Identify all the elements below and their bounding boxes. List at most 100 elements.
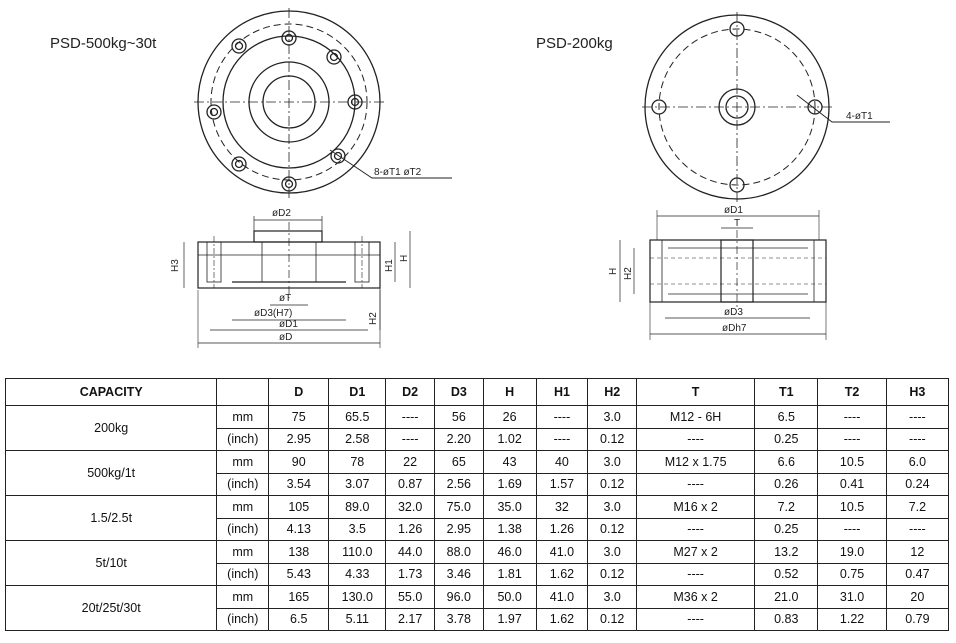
value-cell: 50.0: [482, 585, 537, 609]
value-cell: 31.0: [817, 585, 887, 609]
value-cell: 90: [268, 450, 330, 474]
value-cell: 0.52: [754, 562, 819, 586]
header-capacity: CAPACITY: [4, 378, 218, 406]
value-cell: 0.12: [587, 427, 638, 451]
value-cell: 0.12: [587, 607, 638, 631]
unit-cell: (inch): [216, 562, 270, 586]
value-cell: ----: [817, 405, 887, 429]
value-cell: ----: [885, 517, 950, 541]
value-cell: 88.0: [433, 540, 484, 564]
value-cell: 7.2: [754, 495, 819, 519]
unit-cell: (inch): [216, 427, 270, 451]
value-cell: 1.38: [482, 517, 537, 541]
value-cell: 21.0: [754, 585, 819, 609]
value-cell: 0.26: [754, 472, 819, 496]
value-cell: 44.0: [385, 540, 435, 564]
value-cell: 1.81: [482, 562, 537, 586]
value-cell: 1.73: [385, 562, 435, 586]
value-cell: 4.33: [328, 562, 387, 586]
bolt-holes: [206, 30, 363, 192]
header-unit: [216, 378, 270, 406]
value-cell: 10.5: [817, 450, 887, 474]
left-t-label: øT: [279, 293, 291, 304]
value-cell: ----: [636, 562, 756, 586]
capacity-cell: 500kg/1t: [4, 450, 218, 496]
left-d1-label: øD1: [279, 319, 298, 330]
value-cell: 3.54: [268, 472, 330, 496]
value-cell: 0.12: [587, 472, 638, 496]
value-cell: ----: [535, 427, 589, 451]
psd-500kg-side-view: [183, 216, 411, 348]
unit-cell: (inch): [216, 517, 270, 541]
value-cell: 110.0: [328, 540, 387, 564]
psd-500kg-top-view: [194, 8, 452, 198]
right-h-label: H: [608, 268, 619, 275]
header-d2: D2: [385, 378, 435, 406]
value-cell: 32: [535, 495, 589, 519]
value-cell: 6.5: [268, 607, 330, 631]
unit-cell: mm: [216, 495, 270, 519]
value-cell: 1.69: [482, 472, 537, 496]
header-t: T: [636, 378, 756, 406]
value-cell: 6.5: [754, 405, 819, 429]
right-model-label: PSD-200kg: [536, 35, 613, 52]
value-cell: ----: [636, 607, 756, 631]
value-cell: 2.95: [433, 517, 484, 541]
value-cell: 1.62: [535, 562, 589, 586]
value-cell: 1.26: [385, 517, 435, 541]
value-cell: 6.0: [885, 450, 950, 474]
value-cell: 40: [535, 450, 589, 474]
value-cell: 3.0: [587, 540, 638, 564]
value-cell: 32.0: [385, 495, 435, 519]
value-cell: 1.02: [482, 427, 537, 451]
spec-table: CAPACITY D D1 D2 D3 H H1 H2 T T1 T2 H3 2…: [4, 378, 950, 631]
right-h2-label: H2: [623, 267, 634, 280]
right-dh7-label: øDh7: [722, 323, 747, 334]
value-cell: 0.12: [587, 562, 638, 586]
value-cell: ----: [885, 427, 950, 451]
value-cell: 65: [433, 450, 484, 474]
header-h: H: [482, 378, 537, 406]
unit-cell: mm: [216, 540, 270, 564]
value-cell: 65.5: [328, 405, 387, 429]
value-cell: 55.0: [385, 585, 435, 609]
value-cell: ----: [385, 405, 435, 429]
value-cell: 6.6: [754, 450, 819, 474]
value-cell: M36 x 2: [636, 585, 756, 609]
value-cell: 5.11: [328, 607, 387, 631]
header-t2: T2: [817, 378, 887, 406]
value-cell: 1.57: [535, 472, 589, 496]
left-d2-label: øD2: [272, 208, 291, 219]
unit-cell: mm: [216, 405, 270, 429]
value-cell: ----: [817, 427, 887, 451]
value-cell: 7.2: [885, 495, 950, 519]
capacity-cell: 200kg: [4, 405, 218, 451]
value-cell: 0.41: [817, 472, 887, 496]
value-cell: 20: [885, 585, 950, 609]
right-d1-label: øD1: [724, 205, 743, 216]
psd-200kg-top-view: [642, 12, 890, 202]
header-d: D: [268, 378, 330, 406]
left-model-label: PSD-500kg~30t: [50, 35, 157, 52]
left-h-label: H: [399, 255, 410, 262]
value-cell: 2.17: [385, 607, 435, 631]
technical-drawing: PSD-500kg~30t 8-øT1 øT2 øD2 øT øD3(H7) ø…: [50, 8, 890, 348]
value-cell: ----: [636, 472, 756, 496]
value-cell: 1.22: [817, 607, 887, 631]
value-cell: 2.56: [433, 472, 484, 496]
value-cell: 5.43: [268, 562, 330, 586]
value-cell: 56: [433, 405, 484, 429]
value-cell: 26: [482, 405, 537, 429]
capacity-cell: 5t/10t: [4, 540, 218, 586]
value-cell: 165: [268, 585, 330, 609]
value-cell: 3.78: [433, 607, 484, 631]
value-cell: ----: [636, 517, 756, 541]
value-cell: 75.0: [433, 495, 484, 519]
value-cell: ----: [535, 405, 589, 429]
value-cell: 0.25: [754, 517, 819, 541]
value-cell: ----: [885, 405, 950, 429]
